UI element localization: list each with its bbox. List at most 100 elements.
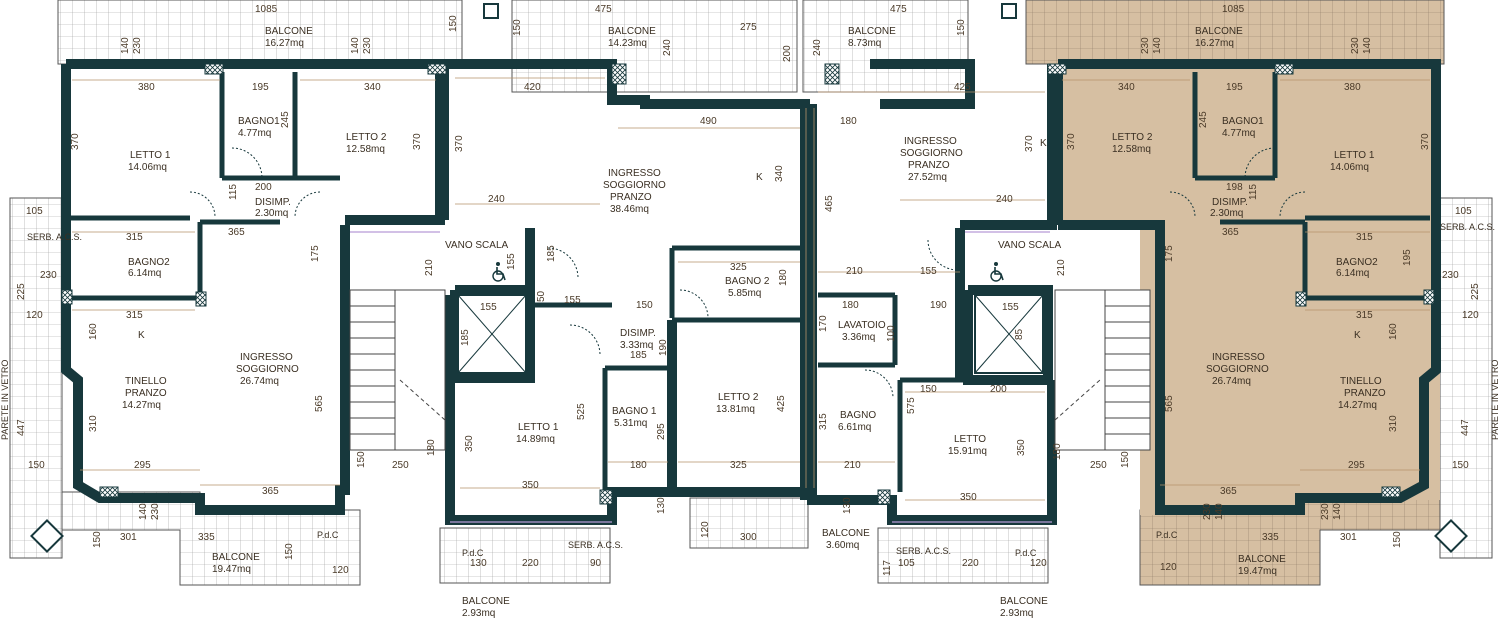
dim-295-a4: 295 bbox=[1348, 460, 1365, 471]
dim-160-a1: 160 bbox=[88, 323, 99, 340]
dim-155-lift-r: 155 bbox=[1002, 302, 1019, 313]
a4-disimp-area: 2.30mq bbox=[1210, 208, 1243, 219]
a1-ingresso-l2: SOGGIORNO bbox=[236, 364, 299, 375]
balcony-top-mid-left-name: BALCONE bbox=[608, 26, 656, 37]
a3-bagno-area: 6.61mq bbox=[838, 422, 871, 433]
a1-tinello-area: 14.27mq bbox=[122, 400, 161, 411]
dim-370-a3: 370 bbox=[1024, 135, 1035, 152]
a2-ingresso-l3: PRANZO bbox=[610, 192, 652, 203]
dim-370-a1b: 370 bbox=[412, 133, 423, 150]
dim-195-a1: 195 bbox=[252, 82, 269, 93]
a2-ingresso-l2: SOGGIORNO bbox=[603, 180, 666, 191]
terrace-right-side bbox=[1439, 197, 1493, 559]
dim-210-a3c: 210 bbox=[844, 460, 861, 471]
dim-140-bl: 140 bbox=[138, 503, 149, 520]
dim-240-tm: 240 bbox=[662, 39, 673, 56]
dim-150-right: 150 bbox=[1452, 460, 1469, 471]
terrace-bottom-center bbox=[689, 497, 809, 549]
balcony-bottom-mid-right-area: 2.93mq bbox=[1000, 608, 1033, 619]
dim-380-a4: 380 bbox=[1344, 82, 1361, 93]
dim-150-tm: 150 bbox=[512, 19, 523, 36]
a4-tinello-l1: TINELLO bbox=[1340, 376, 1382, 387]
a4-bagno1-area: 4.77mq bbox=[1222, 128, 1255, 139]
dim-155-a2: 155 bbox=[506, 253, 517, 270]
dim-370-a4: 370 bbox=[1066, 133, 1077, 150]
a2-bagno2-area: 5.85mq bbox=[728, 288, 761, 299]
dim-150-bl2: 150 bbox=[284, 543, 295, 560]
dim-50-a2: 50 bbox=[536, 290, 547, 302]
dim-200-a3: 200 bbox=[990, 384, 1007, 395]
dim-120-right: 120 bbox=[1462, 310, 1479, 321]
balcony-bottom-right-w: 335 bbox=[1262, 532, 1279, 543]
a2-k: K bbox=[756, 172, 763, 183]
apartment-1-labels: LETTO 1 14.06mq BAGNO1 4.77mq LETTO 2 12… bbox=[122, 116, 387, 411]
a3-ingresso-l1: INGRESSO bbox=[904, 136, 957, 147]
dim-225-right: 225 bbox=[1470, 283, 1481, 300]
stair-label-left: VANO SCALA bbox=[445, 240, 508, 251]
dim-490-a2: 490 bbox=[700, 116, 717, 127]
dim-295-a1: 295 bbox=[134, 460, 151, 471]
dim-195-a4b: 195 bbox=[1402, 249, 1413, 266]
a3-ingresso-l3: PRANZO bbox=[908, 160, 950, 171]
dim-340-a1: 340 bbox=[364, 82, 381, 93]
serb-acs-mid-left: SERB. A.C.S. bbox=[568, 540, 623, 550]
dim-315-a4: 315 bbox=[1356, 232, 1373, 243]
balcony-bottom-center-name: BALCONE bbox=[822, 528, 870, 539]
dim-240-a3: 240 bbox=[996, 194, 1013, 205]
dim-100-a3: 100 bbox=[886, 325, 897, 342]
glass-wall-left: PARETE IN VETRO bbox=[0, 360, 10, 440]
dim-180-stair-l: 180 bbox=[426, 439, 437, 456]
a1-bagno1-area: 4.77mq bbox=[238, 128, 271, 139]
terrace-left-side bbox=[9, 197, 63, 559]
dim-370-a1: 370 bbox=[70, 133, 81, 150]
a2-bagno1-area: 5.31mq bbox=[614, 418, 647, 429]
dim-120-bl: 120 bbox=[332, 565, 349, 576]
a4-tinello-l2: PRANZO bbox=[1344, 388, 1386, 399]
dim-380-a1: 380 bbox=[138, 82, 155, 93]
balcony-top-right-width: 1085 bbox=[1222, 4, 1245, 15]
stair-label-right: VANO SCALA bbox=[998, 240, 1061, 251]
balcony-bottom-mid-left-area: 2.93mq bbox=[462, 608, 495, 619]
dim-220-bmr: 220 bbox=[962, 558, 979, 569]
apartment-3-labels: INGRESSO SOGGIORNO PRANZO 27.52mq K LAVA… bbox=[838, 136, 1047, 457]
dim-150-a2: 150 bbox=[636, 300, 653, 311]
balcony-bottom-left-area: 19.47mq bbox=[212, 564, 251, 575]
dim-120-left: 120 bbox=[26, 310, 43, 321]
a2-disimp-name: DISIMP. bbox=[620, 328, 656, 339]
balcony-top-mid-left-w1: 475 bbox=[595, 4, 612, 15]
terraces bbox=[9, 0, 1493, 586]
dim-130-bml: 130 bbox=[470, 558, 487, 569]
dim-575-a3: 575 bbox=[906, 397, 917, 414]
balcony-top-mid-right-area: 8.73mq bbox=[848, 38, 881, 49]
dim-85-lift-r: 85 bbox=[1014, 328, 1025, 340]
balcony-top-mid-left-w2: 275 bbox=[740, 22, 757, 33]
dim-420-a2: 420 bbox=[524, 82, 541, 93]
dimension-values: 380 195 340 370 370 245 200 115 315 365 … bbox=[16, 15, 1481, 576]
staircase-left bbox=[349, 289, 446, 451]
dim-120-bmr: 120 bbox=[1030, 558, 1047, 569]
dim-198-a4: 198 bbox=[1226, 182, 1243, 193]
dim-140-br2: 140 bbox=[1332, 503, 1343, 520]
dim-130-bc: 130 bbox=[656, 497, 667, 514]
a4-ingresso-area: 26.74mq bbox=[1212, 376, 1251, 387]
dim-180-a3: 180 bbox=[840, 116, 857, 127]
dim-295-a2: 295 bbox=[656, 423, 667, 440]
dim-350-a3b: 350 bbox=[960, 492, 977, 503]
a1-letto1-area: 14.06mq bbox=[128, 162, 167, 173]
dim-365-a1: 365 bbox=[228, 227, 245, 238]
wheelchair-icon bbox=[990, 262, 1004, 282]
dim-220-bml: 220 bbox=[522, 558, 539, 569]
dim-117-bmr: 117 bbox=[882, 560, 893, 576]
dim-310-a4: 310 bbox=[1388, 415, 1399, 432]
a1-k: K bbox=[138, 330, 145, 341]
dim-185-lift-l: 185 bbox=[460, 329, 471, 346]
dim-340-a4: 340 bbox=[1118, 82, 1135, 93]
dim-370-a2: 370 bbox=[454, 135, 465, 152]
dim-230-tl2: 230 bbox=[362, 37, 373, 54]
terrace-top-right bbox=[1025, 0, 1445, 65]
dim-230-tr2: 230 bbox=[1350, 37, 1361, 54]
a2-ingresso-area: 38.46mq bbox=[610, 204, 649, 215]
staircase-right bbox=[1054, 289, 1151, 451]
balcony-top-mid-right-name: BALCONE bbox=[848, 26, 896, 37]
dim-150-stair-l: 150 bbox=[356, 451, 367, 468]
